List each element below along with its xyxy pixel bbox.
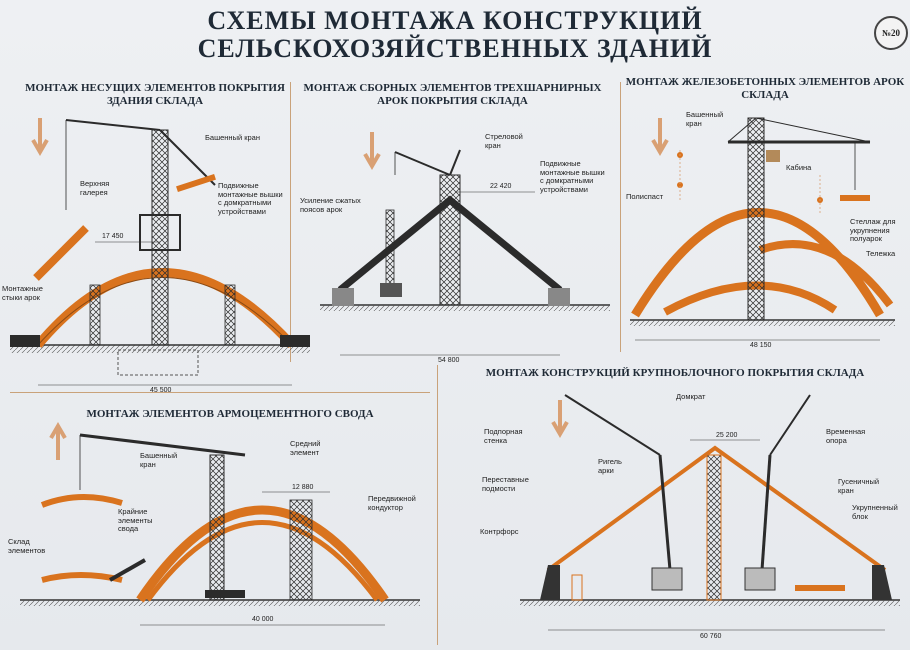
crawler-crane xyxy=(744,567,776,591)
panel3-title: МОНТАЖ ЖЕЛЕЗОБЕТОННЫХ ЭЛЕМЕНТОВ АРОК СКЛ… xyxy=(625,76,905,101)
label-mounting-joints: Монтажные стыки арок xyxy=(2,284,43,302)
panel4-drawing xyxy=(20,422,420,626)
dim-height: 25 200 xyxy=(716,432,738,439)
label-edge-elements: Крайние элементы свода xyxy=(118,507,153,533)
crawler-crane xyxy=(651,567,683,591)
dim-span: 45 500 xyxy=(150,387,172,394)
label-upper-gallery: Верхняя галерея xyxy=(80,179,110,197)
label-jack: Домкрат xyxy=(676,392,706,401)
dim-span: 54 800 xyxy=(438,357,460,364)
tower-crane xyxy=(151,129,169,346)
ferrocement-vault xyxy=(136,505,389,603)
down-arrow-icon xyxy=(551,400,569,438)
label-scaffold: Переставные подмости xyxy=(482,475,529,493)
poster-title-line1: СХЕМЫ МОНТАЖА КОНСТРУКЦИЙ xyxy=(207,6,703,35)
panel5-drawing xyxy=(520,394,900,631)
panel2-title: МОНТАЖ СБОРНЫХ ЭЛЕМЕНТОВ ТРЕХШАРНИРНЫХ А… xyxy=(303,82,602,107)
label-middle-element: Средний элемент xyxy=(290,439,321,457)
temporary-support xyxy=(706,454,722,601)
label-retaining-wall: Подпорная стенка xyxy=(484,427,523,445)
arch-segment xyxy=(33,225,89,281)
arch-girder xyxy=(546,445,887,572)
tower-crane xyxy=(747,117,765,321)
label-mobile-towers: Подвижные монтажные вышки с домкратными … xyxy=(540,159,605,194)
panel3-drawing xyxy=(630,117,895,341)
label-crawler-crane: Гусеничный кран xyxy=(838,477,880,495)
down-arrow-icon xyxy=(651,118,669,156)
panel2-drawing xyxy=(320,132,610,356)
label-tower-crane: Башенный кран xyxy=(140,451,178,469)
half-arch xyxy=(758,240,894,308)
label-tower-crane: Башенный кран xyxy=(686,110,724,128)
label-cart: Тележка xyxy=(866,249,896,258)
poster-title-line2: СЕЛЬСКОХОЗЯЙСТВЕННЫХ ЗДАНИЙ xyxy=(197,34,713,63)
dim-height: 12 880 xyxy=(292,484,314,491)
divider xyxy=(290,82,291,362)
crawler-crane-boom xyxy=(564,394,661,456)
panel1-drawing xyxy=(10,118,310,386)
label-storage: Склад элементов xyxy=(8,537,46,555)
sheet-number-badge: №20 xyxy=(874,16,908,50)
divider xyxy=(10,392,430,393)
label-buttress: Контрфорс xyxy=(480,527,519,536)
tower-crane xyxy=(209,454,225,601)
label-jib-crane: Стреловой кран xyxy=(485,132,523,150)
enlarged-block xyxy=(795,585,845,591)
upper-gallery xyxy=(139,214,181,251)
label-tower-crane: Башенный кран xyxy=(205,133,260,142)
dim-height: 17 450 xyxy=(102,233,124,240)
vault-element xyxy=(40,494,123,508)
panel4-title: МОНТАЖ ЭЛЕМЕНТОВ АРМОЦЕМЕНТНОГО СВОДА xyxy=(86,408,374,420)
dim-span: 48 150 xyxy=(750,342,772,349)
mobile-conductor xyxy=(289,499,313,601)
label-conductor: Передвижной кондуктор xyxy=(368,494,416,512)
label-cabin: Кабина xyxy=(786,163,812,172)
mobile-tower xyxy=(224,284,236,346)
dim-height: 22 420 xyxy=(490,183,512,190)
divider xyxy=(620,82,621,352)
jib-crane xyxy=(439,174,461,306)
down-arrow-icon xyxy=(31,118,49,156)
dim-span: 40 000 xyxy=(252,616,274,623)
mobile-tower xyxy=(385,209,395,286)
ground xyxy=(10,345,310,353)
label-girder: Ригель арки xyxy=(598,457,622,475)
label-pulley: Полиспаст xyxy=(626,192,664,201)
up-arrow-icon xyxy=(49,422,67,460)
label-enlarged-block: Укрупненный блок xyxy=(852,503,898,521)
label-reinforcement: Усиление сжатых поясов арок xyxy=(300,196,361,214)
label-mobile-towers: Подвижные монтажные вышки с домкратными … xyxy=(218,181,283,216)
label-rack: Стеллаж для укрупнения полуарок xyxy=(850,217,896,243)
label-temporary-support: Временная опора xyxy=(826,427,866,445)
dim-span: 60 760 xyxy=(700,633,722,640)
panel1-title: МОНТАЖ НЕСУЩИХ ЭЛЕМЕНТОВ ПОКРЫТИЯ ЗДАНИЯ… xyxy=(25,82,285,107)
panel5-title: МОНТАЖ КОНСТРУКЦИЙ КРУПНОБЛОЧНОГО ПОКРЫТ… xyxy=(485,367,865,379)
divider xyxy=(437,365,438,645)
down-arrow-icon xyxy=(363,132,381,170)
buttress xyxy=(540,565,560,600)
mobile-tower xyxy=(89,284,101,346)
crane-cabin xyxy=(766,150,780,162)
